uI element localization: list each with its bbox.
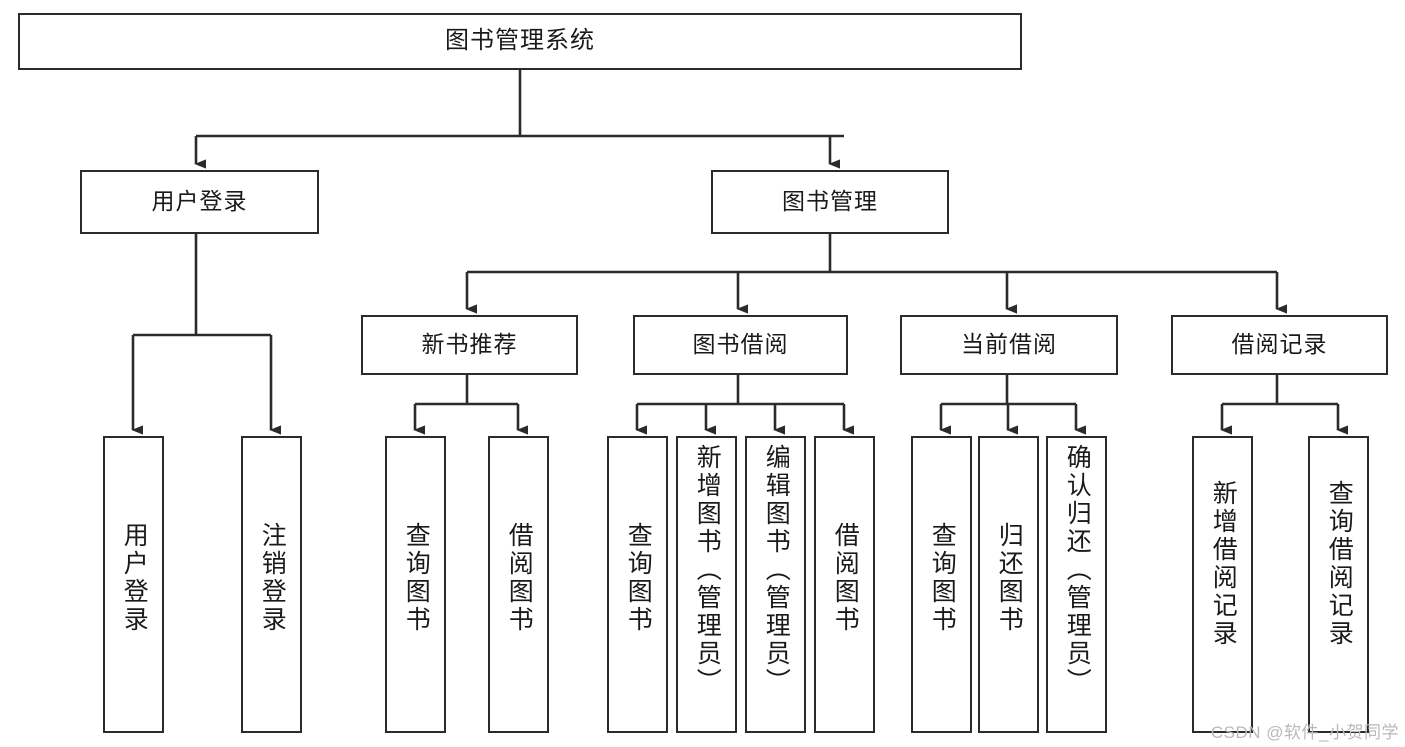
- node-root-book-management-system[interactable]: 图书管理系统: [18, 13, 1022, 70]
- leaf-query-book-current[interactable]: 查询图书: [911, 436, 972, 733]
- node-label: 新增图书（管理员）: [693, 444, 722, 696]
- node-label: 借阅记录: [1231, 331, 1328, 358]
- leaf-user-login[interactable]: 用户登录: [103, 436, 164, 733]
- leaf-query-book-borrow[interactable]: 查询图书: [607, 436, 668, 733]
- node-label: 图书管理: [782, 188, 878, 215]
- leaf-query-book-recommend[interactable]: 查询图书: [385, 436, 446, 733]
- leaf-add-book-admin[interactable]: 新增图书（管理员）: [676, 436, 737, 733]
- node-label: 查询图书: [402, 522, 431, 634]
- node-label: 借阅图书: [831, 522, 860, 634]
- node-label: 借阅图书: [505, 522, 534, 634]
- csdn-watermark: CSDN @软件_小贺同学: [1210, 723, 1399, 742]
- node-label: 确认归还（管理员）: [1063, 444, 1092, 696]
- node-book-management[interactable]: 图书管理: [711, 170, 949, 234]
- node-label: 查询图书: [624, 522, 653, 634]
- node-label: 编辑图书（管理员）: [762, 444, 791, 696]
- node-label: 归还图书: [995, 522, 1024, 634]
- leaf-edit-book-admin[interactable]: 编辑图书（管理员）: [745, 436, 806, 733]
- node-label: 当前借阅: [961, 331, 1057, 358]
- node-new-book-recommend[interactable]: 新书推荐: [361, 315, 578, 375]
- node-current-borrow[interactable]: 当前借阅: [900, 315, 1118, 375]
- node-label: 用户登录: [151, 188, 248, 215]
- node-label: 新书推荐: [421, 331, 518, 358]
- node-label: 注销登录: [258, 522, 287, 634]
- node-label: 用户登录: [120, 522, 149, 634]
- node-label: 图书管理系统: [445, 27, 595, 55]
- node-book-borrow[interactable]: 图书借阅: [633, 315, 848, 375]
- leaf-add-borrow-record[interactable]: 新增借阅记录: [1192, 436, 1253, 733]
- leaf-borrow-book-recommend[interactable]: 借阅图书: [488, 436, 549, 733]
- node-user-login[interactable]: 用户登录: [80, 170, 319, 234]
- node-label: 查询借阅记录: [1325, 480, 1354, 648]
- node-borrow-record[interactable]: 借阅记录: [1171, 315, 1388, 375]
- leaf-borrow-book[interactable]: 借阅图书: [814, 436, 875, 733]
- node-label: 图书借阅: [692, 331, 789, 358]
- leaf-return-book[interactable]: 归还图书: [978, 436, 1039, 733]
- leaf-user-logout[interactable]: 注销登录: [241, 436, 302, 733]
- node-label: 新增借阅记录: [1209, 480, 1238, 648]
- leaf-confirm-return-admin[interactable]: 确认归还（管理员）: [1046, 436, 1107, 733]
- node-label: 查询图书: [928, 522, 957, 634]
- leaf-query-borrow-record[interactable]: 查询借阅记录: [1308, 436, 1369, 733]
